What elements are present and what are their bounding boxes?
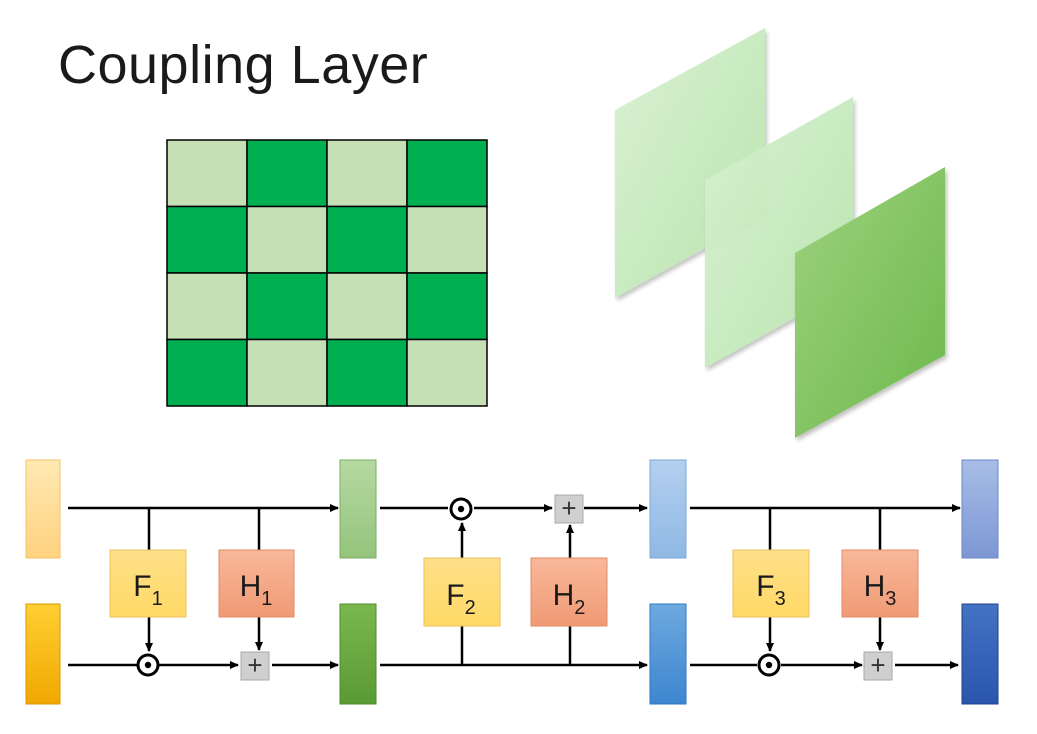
- svg-text:+: +: [870, 650, 885, 680]
- block-f1-sub: 1: [152, 588, 163, 610]
- channel-slices: [615, 28, 945, 438]
- block-f2-label: F: [446, 579, 464, 612]
- svg-text:H1: H1: [240, 570, 273, 610]
- checker-cell: [406, 338, 488, 407]
- tensor-bottom-2: [339, 603, 377, 705]
- checkerboard: [166, 139, 488, 407]
- block-h2: H2: [530, 557, 608, 627]
- tensor-top-1: [25, 459, 61, 559]
- checker-cell: [406, 139, 488, 208]
- block-f1: F1: [109, 549, 187, 618]
- checker-cell: [166, 205, 248, 274]
- tensor-bottom-1: [25, 603, 61, 705]
- flow-lines: [68, 504, 961, 669]
- block-h1: H1: [218, 549, 295, 618]
- checker-cell: [326, 272, 408, 341]
- tensor-top-4: [961, 459, 999, 559]
- block-f3: F3: [732, 549, 810, 618]
- add-icon-2: +: [554, 493, 584, 524]
- block-f2-sub: 2: [465, 597, 476, 619]
- svg-text:H2: H2: [553, 579, 586, 619]
- block-f3-sub: 3: [775, 588, 786, 610]
- block-h3: H3: [841, 549, 919, 618]
- checker-cell: [166, 272, 248, 341]
- checker-cell: [326, 338, 408, 407]
- tensors: [25, 459, 999, 705]
- slide-title: Coupling Layer: [58, 35, 429, 95]
- block-f1-label: F: [133, 570, 151, 603]
- svg-text:F1: F1: [133, 570, 162, 610]
- checker-cell: [166, 338, 248, 407]
- multiply-icon-1: [136, 653, 160, 677]
- tensor-top-3: [649, 459, 687, 559]
- checker-cell: [246, 205, 328, 274]
- multiply-operators: [136, 497, 781, 677]
- tensor-top-2: [339, 459, 377, 559]
- checker-cell: [326, 205, 408, 274]
- checker-cell: [246, 139, 328, 208]
- tensor-bottom-4: [961, 603, 999, 705]
- block-h3-label: H: [864, 570, 886, 603]
- checker-cell: [406, 205, 488, 274]
- tensor-bottom-3: [649, 603, 687, 705]
- add-operators: + + +: [240, 493, 893, 681]
- block-h2-label: H: [553, 579, 575, 612]
- multiply-icon-2: [449, 497, 473, 521]
- checker-cell: [406, 272, 488, 341]
- checker-cell: [166, 139, 248, 208]
- block-h1-sub: 1: [261, 588, 272, 610]
- block-h1-label: H: [240, 570, 262, 603]
- svg-text:+: +: [561, 493, 576, 523]
- block-f3-label: F: [756, 570, 774, 603]
- block-h2-sub: 2: [574, 597, 585, 619]
- svg-text:+: +: [247, 650, 262, 680]
- block-h3-sub: 3: [885, 588, 896, 610]
- block-f2: F2: [423, 557, 501, 627]
- checker-cell: [326, 139, 408, 208]
- add-icon-3: +: [863, 650, 893, 681]
- svg-text:F2: F2: [446, 579, 475, 619]
- channel-slice-3: [795, 167, 945, 438]
- checker-cell: [246, 338, 328, 407]
- add-icon-1: +: [240, 650, 270, 681]
- checker-cell: [246, 272, 328, 341]
- multiply-icon-3: [757, 653, 781, 677]
- transform-blocks: F1 H1 F2 H2 F3 H3: [109, 549, 919, 627]
- svg-text:F3: F3: [756, 570, 785, 610]
- svg-text:H3: H3: [864, 570, 897, 610]
